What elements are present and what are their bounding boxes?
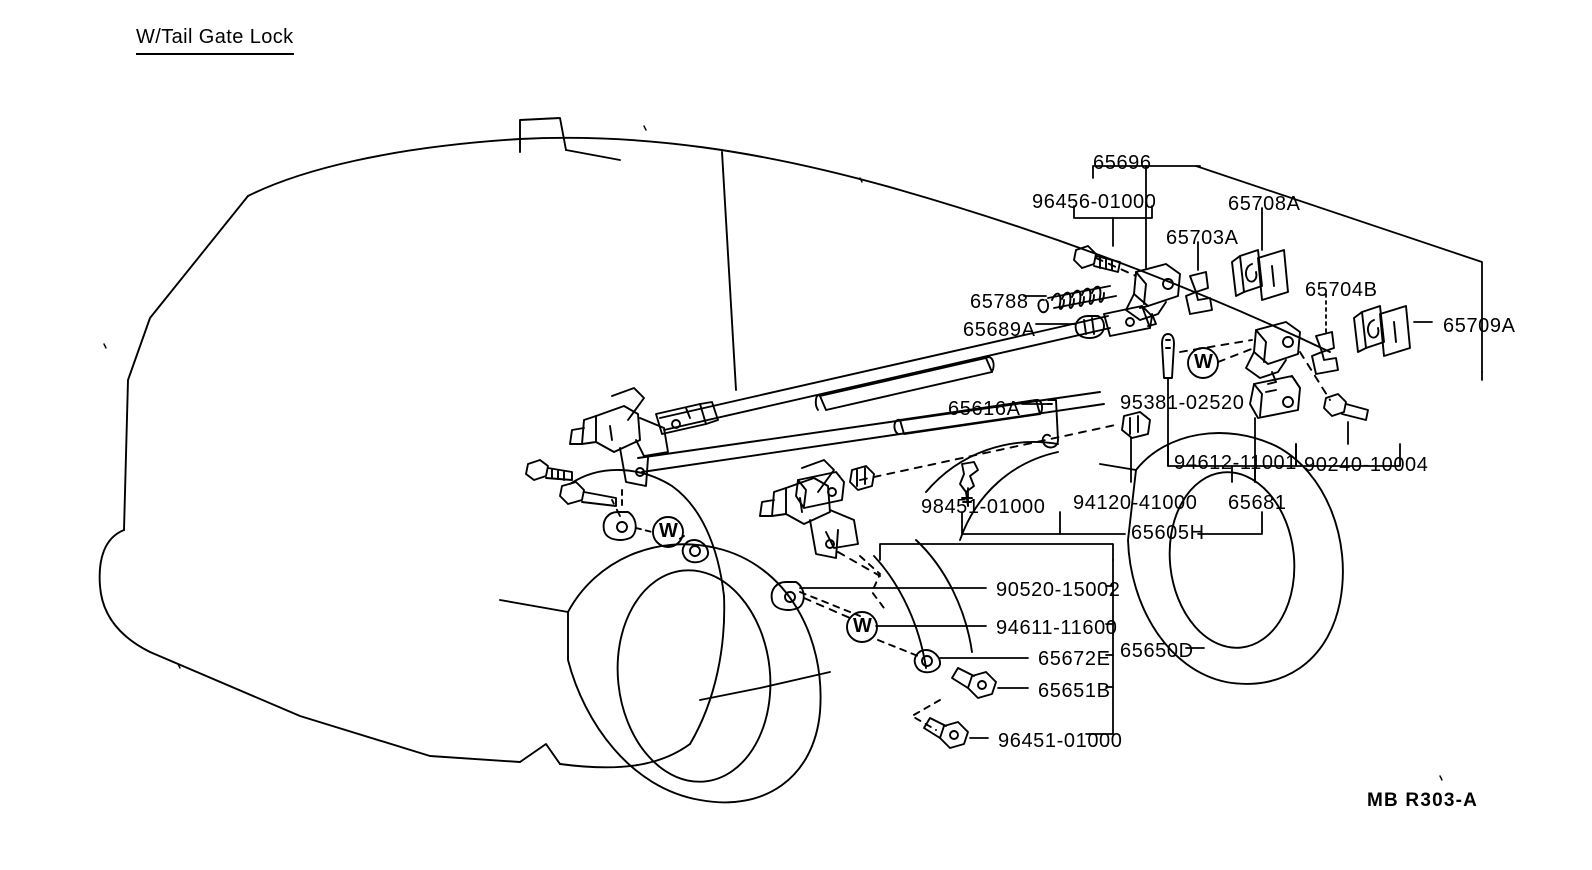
lower-control-rod: [637, 391, 1105, 473]
part-label-95381-02520: 95381-02520: [1120, 392, 1245, 414]
part-label-65709A: 65709A: [1443, 315, 1516, 337]
pin-95381: [1161, 333, 1175, 379]
bolt-90240: [1323, 393, 1369, 421]
part-label-65788: 65788: [970, 291, 1029, 313]
hinge-65709A: [1353, 305, 1411, 357]
spring-65788: [1037, 285, 1117, 314]
latch-block-65681: [1249, 375, 1301, 419]
figure-code: MB R303-A: [1367, 790, 1479, 811]
grommet-65689A: [1074, 315, 1105, 339]
part-label-65696: 65696: [1093, 152, 1152, 174]
part-label-96451-01000: 96451-01000: [998, 730, 1123, 752]
part-label-65616A: 65616A: [948, 398, 1021, 420]
near-wheel: [499, 543, 822, 804]
clip-65703A: [1185, 271, 1213, 315]
washer-symbols: [652, 347, 1219, 643]
part-label-90520-15002: 90520-15002: [996, 579, 1121, 601]
callout-brackets: [799, 165, 1483, 739]
assembly-dashed-lines: [611, 257, 1331, 619]
part-label-65605H: 65605H: [1131, 522, 1205, 544]
washer-symbol-1: W: [659, 520, 679, 542]
hinge-65708A: [1231, 249, 1289, 301]
page-title: W/Tail Gate Lock: [136, 26, 294, 55]
part-label-98451-01000: 98451-01000: [921, 496, 1046, 518]
part-label-65689A: 65689A: [963, 319, 1036, 341]
part-label-94612-11001: 94612-11001: [1174, 452, 1298, 474]
part-label-94120-41000: 94120-41000: [1073, 492, 1198, 514]
part-label-65672E: 65672E: [1038, 648, 1111, 670]
part-label-65650D: 65650D: [1120, 640, 1194, 662]
part-label-65704B: 65704B: [1305, 279, 1378, 301]
nut-94612: [849, 465, 875, 491]
part-label-65651B: 65651B: [1038, 680, 1111, 702]
clip-65704B: [1311, 331, 1339, 375]
striker-secondary: [1245, 321, 1301, 385]
part-label-94611-11600: 94611-11600: [996, 617, 1118, 639]
part-label-65708A: 65708A: [1228, 193, 1301, 215]
part-label-90240-10004: 90240-10004: [1304, 454, 1429, 476]
inner-fender-lines: [873, 539, 973, 669]
part-label-65681: 65681: [1228, 492, 1287, 514]
part-label-96456-01000: 96456-01000: [1032, 191, 1157, 213]
upper-control-rod: [655, 305, 1153, 435]
pivot-bracket-lower: [759, 459, 859, 559]
pivot-bracket-upper: [569, 387, 669, 487]
washer-symbol-2: W: [853, 615, 873, 637]
washer-symbol-3: W: [1194, 351, 1214, 373]
hardware-left-group: [525, 459, 710, 564]
hardware-lower-group: [770, 555, 997, 749]
clip-mid: [795, 471, 845, 509]
part-label-65703A: 65703A: [1166, 227, 1239, 249]
nut-94120: [1121, 411, 1151, 439]
far-wheel: [925, 432, 1344, 685]
body-detail-ticks: [103, 125, 1443, 781]
striker-65696: [1125, 263, 1181, 327]
